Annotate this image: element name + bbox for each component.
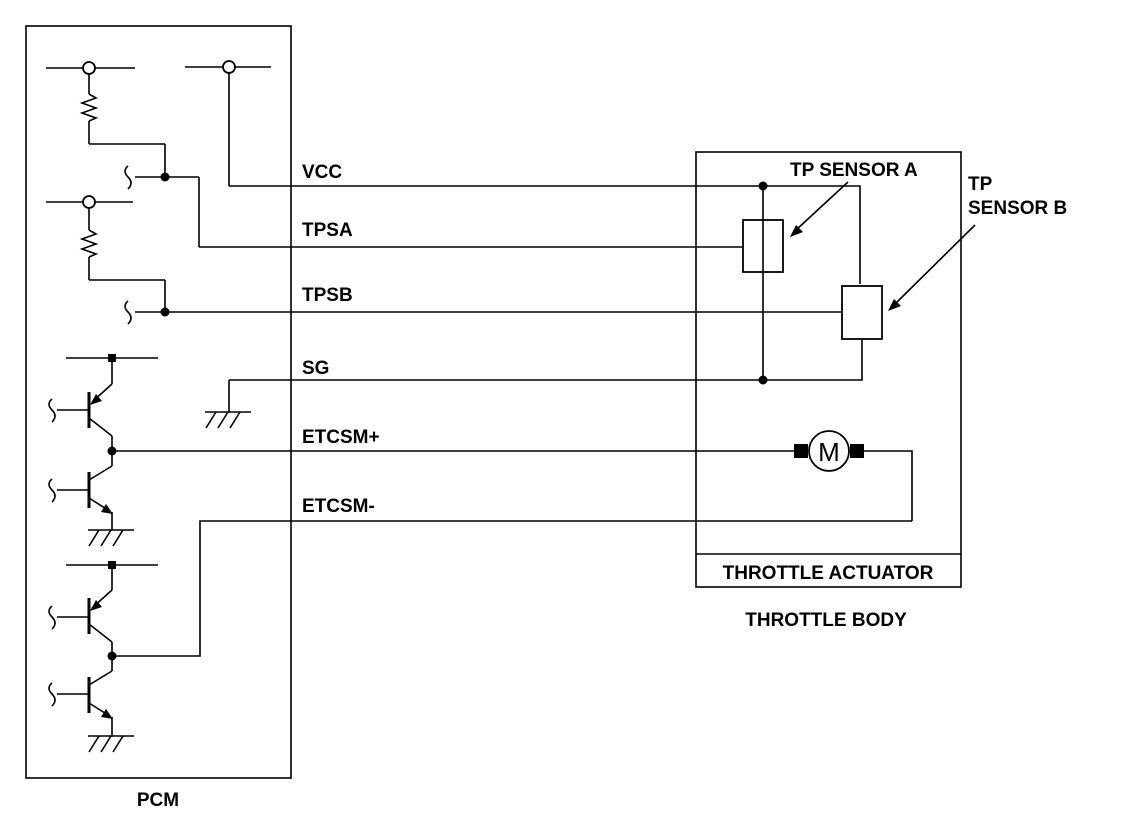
pcm-box — [25, 25, 292, 779]
input-tilde-icon — [48, 682, 56, 707]
wire-tpsa: TPSA — [199, 220, 742, 248]
supply-node — [108, 354, 116, 362]
pcm-driver-etcsm-plus — [48, 354, 158, 547]
tp-sensor-b-element — [841, 285, 883, 340]
wire-tpsb: TPSB — [165, 285, 842, 313]
pcm-label: PCM — [137, 790, 179, 811]
tp-sensor-a: TP SENSOR A — [742, 160, 918, 385]
signal-label-tpsb: TPSB — [302, 285, 353, 306]
transistor-arrow-icon — [90, 600, 102, 611]
signal-label-sg: SG — [302, 358, 329, 379]
pcm-vcc-supply — [185, 60, 271, 186]
terminal-node — [82, 61, 96, 75]
pcm-sg-ground — [205, 380, 251, 429]
pointer-arrow-icon — [888, 299, 901, 311]
pcm-tpsa-pullup — [46, 61, 200, 247]
wire-sg: SG — [229, 340, 863, 381]
terminal-node — [82, 195, 96, 209]
wire-etcsm-plus: ETCSM+ — [112, 427, 913, 521]
pcm-tpsb-pullup — [46, 195, 170, 325]
input-tilde-icon — [48, 605, 56, 630]
signal-label-tpsa: TPSA — [302, 220, 353, 241]
motor-terminal — [794, 444, 808, 458]
throttle-body-box — [695, 151, 962, 588]
throttle-actuator-label: THROTTLE ACTUATOR — [723, 563, 934, 584]
pcm-block: PCM — [25, 25, 292, 811]
transistor-arrow-icon — [101, 504, 113, 514]
junction-dot — [160, 172, 170, 182]
junction-dot — [758, 375, 768, 385]
resistor-icon — [79, 93, 99, 122]
signal-label-vcc: VCC — [302, 162, 342, 183]
signal-label-etcsm-plus: ETCSM+ — [302, 427, 380, 448]
input-tilde-icon — [48, 398, 56, 423]
input-tilde-icon — [124, 300, 132, 325]
input-tilde-icon — [48, 478, 56, 503]
motor-symbol: M — [818, 437, 840, 467]
terminal-node — [222, 60, 236, 74]
resistor-icon — [79, 229, 99, 258]
tp-sensor-b: TP SENSOR B — [841, 174, 1067, 340]
throttle-body-block: THROTTLE ACTUATOR THROTTLE BODY — [695, 151, 962, 631]
throttle-motor: M — [794, 430, 864, 472]
ground-icon — [88, 529, 100, 547]
tp-sensor-b-label-line2: SENSOR B — [968, 198, 1067, 219]
junction-dot — [758, 181, 768, 191]
transistor-arrow-icon — [101, 709, 113, 719]
supply-node — [108, 561, 116, 569]
pointer-arrow-icon — [790, 225, 803, 237]
tp-sensor-a-label: TP SENSOR A — [790, 160, 918, 181]
signal-label-etcsm-minus: ETCSM- — [302, 496, 375, 517]
motor-icon — [808, 430, 850, 472]
ground-icon — [205, 411, 217, 429]
wire-etcsm-minus: ETCSM- — [112, 496, 912, 657]
ground-icon — [88, 735, 100, 753]
motor-terminal — [850, 444, 864, 458]
input-tilde-icon — [124, 165, 132, 190]
wire-vcc: VCC — [229, 162, 861, 284]
tp-sensor-b-label-line1: TP — [968, 174, 993, 195]
throttle-body-label: THROTTLE BODY — [745, 610, 907, 631]
transistor-arrow-icon — [90, 394, 102, 405]
